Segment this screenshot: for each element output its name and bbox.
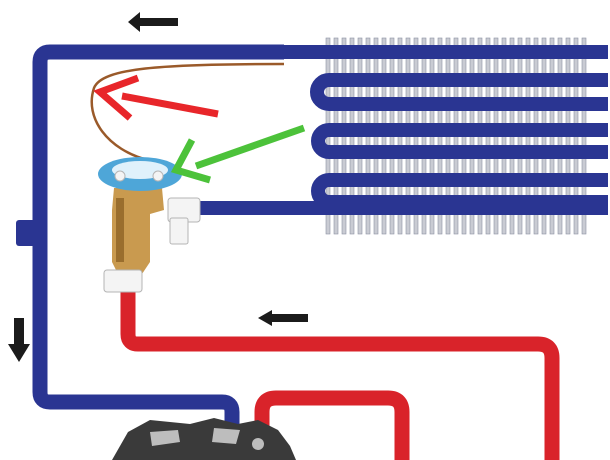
suction-line-fitting [16, 220, 40, 246]
